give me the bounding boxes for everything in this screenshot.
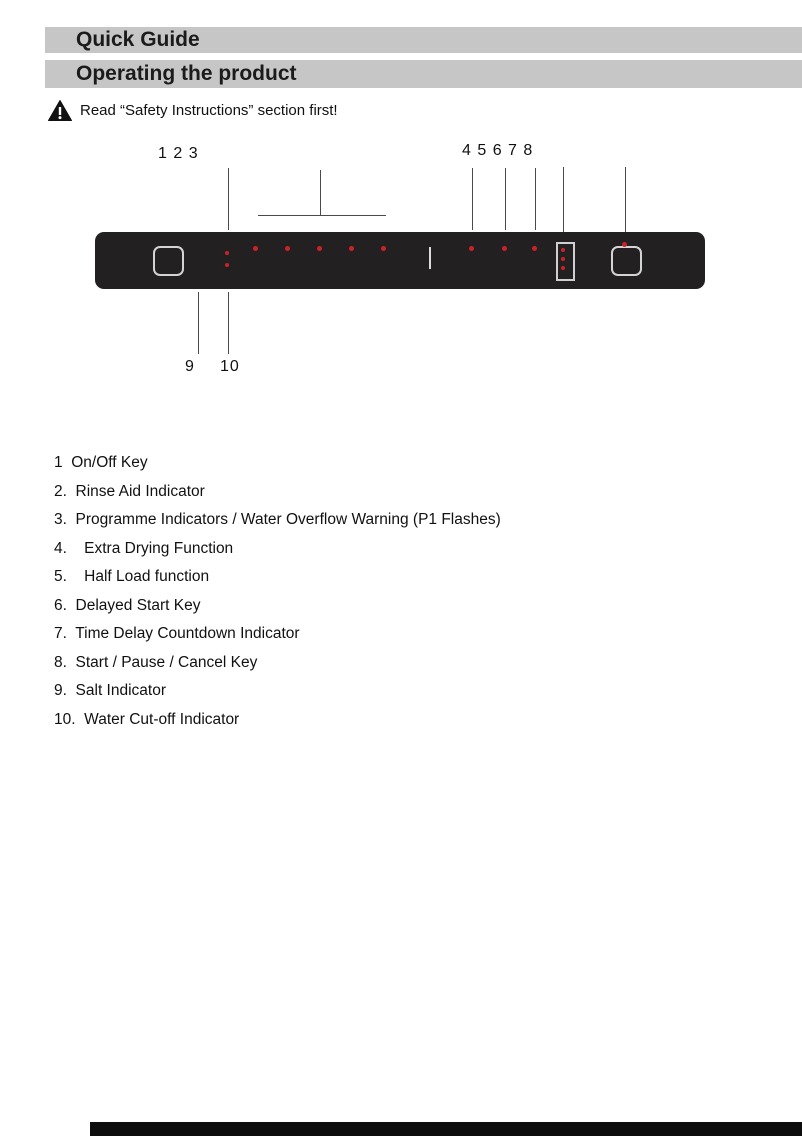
section-header-operating: Operating the product — [45, 60, 802, 88]
panel-separator-line — [429, 247, 431, 269]
callout-label-10: 10 — [220, 358, 240, 375]
salt-indicator-led — [225, 263, 229, 267]
section-header-quick-guide: Quick Guide — [45, 27, 802, 53]
callout-line — [198, 292, 199, 354]
legend-item: 3. Programme Indicators / Water Overflow… — [54, 511, 501, 528]
legend-item: 7. Time Delay Countdown Indicator — [54, 625, 300, 642]
callout-line — [535, 168, 536, 230]
legend-item: 9. Salt Indicator — [54, 682, 167, 699]
time-delay-countdown-indicator — [556, 242, 575, 281]
callout-line — [505, 168, 506, 230]
delay-countdown-led — [561, 266, 565, 270]
legend-list: 1 On/Off Key 2. Rinse Aid Indicator 3. P… — [54, 449, 501, 734]
control-panel-illustration — [95, 232, 705, 289]
programme-indicator-led — [253, 246, 258, 251]
on-off-key — [153, 246, 184, 276]
extra-drying-led — [469, 246, 474, 251]
callout-label-1-2-3: 1 2 3 — [158, 145, 199, 162]
programme-indicator-led — [381, 246, 386, 251]
callout-line — [228, 168, 229, 230]
callout-line — [625, 167, 626, 241]
warning-note: Read “Safety Instructions” section first… — [48, 100, 338, 121]
delayed-start-led — [532, 246, 537, 251]
programme-indicator-led — [349, 246, 354, 251]
half-load-led — [502, 246, 507, 251]
callout-line — [472, 168, 473, 230]
callout-bracket-line — [258, 215, 386, 216]
programme-indicator-led — [285, 246, 290, 251]
legend-item: 6. Delayed Start Key — [54, 596, 201, 614]
rinse-aid-indicator-led — [225, 251, 229, 255]
legend-item: 8. Start / Pause / Cancel Key — [54, 653, 258, 671]
delay-countdown-led — [561, 257, 565, 261]
start-pause-cancel-key — [611, 246, 642, 276]
page-footer-bar — [90, 1122, 802, 1136]
start-pause-led — [622, 242, 627, 247]
legend-item: 4. Extra Drying Function — [54, 539, 234, 557]
programme-indicator-led — [317, 246, 322, 251]
legend-item: 5. Half Load function — [54, 568, 210, 585]
warning-triangle-icon — [48, 100, 72, 121]
delay-countdown-led — [561, 248, 565, 252]
callout-line — [320, 170, 321, 215]
callout-line — [563, 167, 564, 239]
callout-label-4-5-6-7-8: 4 5 6 7 8 — [462, 142, 534, 159]
warning-text: Read “Safety Instructions” section first… — [80, 102, 338, 119]
legend-item: 2. Rinse Aid Indicator — [54, 482, 205, 500]
section-title: Operating the product — [76, 62, 297, 85]
legend-item: 1 On/Off Key — [54, 454, 148, 471]
section-title: Quick Guide — [76, 28, 200, 51]
callout-label-9: 9 — [185, 358, 195, 375]
callout-line — [228, 292, 229, 354]
legend-item: 10. Water Cut-off Indicator — [54, 710, 240, 728]
